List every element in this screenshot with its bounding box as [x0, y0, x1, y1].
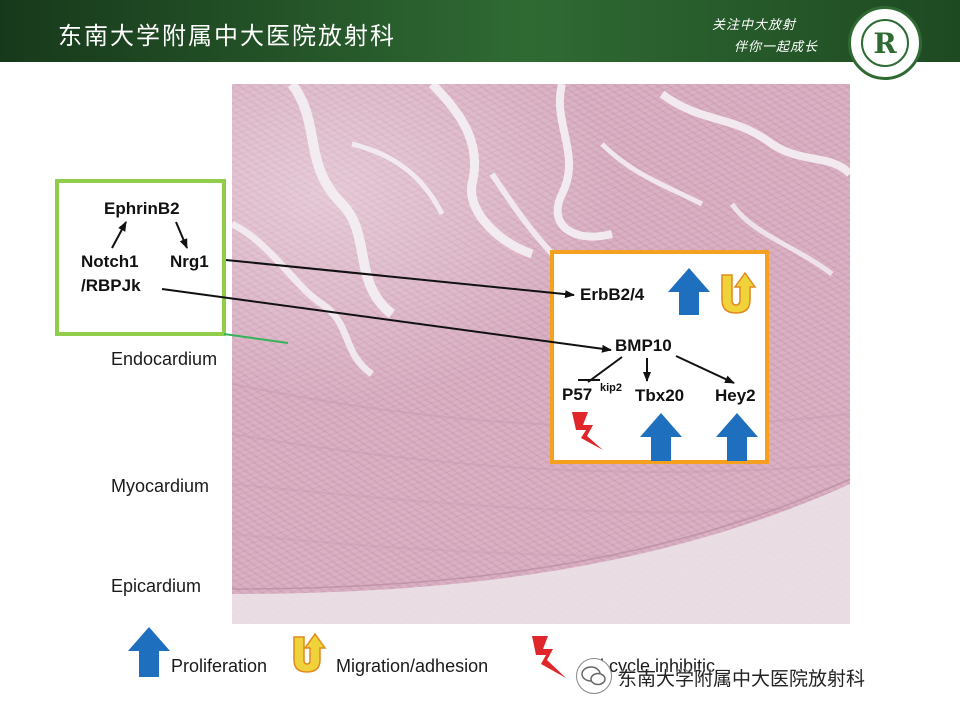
erbb-migration-arrow [721, 271, 757, 314]
ephrinb2-label: EphrinB2 [104, 199, 180, 218]
hey2-label: Hey2 [715, 386, 756, 405]
epicardium-label: Epicardium [111, 576, 202, 596]
wechat-icon [576, 658, 612, 694]
epicardium-band [232, 484, 850, 624]
tissue-cleft [729, 202, 834, 277]
slogan-line-2: 伴你一起成长 [734, 40, 819, 55]
tissue-texture [232, 84, 850, 624]
erbb24-label: ErbB2/4 [580, 285, 645, 304]
ephrin-to-nrg-arrow [175, 221, 188, 249]
p57-cell-cycle-bolt [572, 412, 603, 450]
slide-header: 东南大学附属中大医院放射科 关注中大放射 伴你一起成长 [0, 0, 960, 62]
nrg-to-erbb-arrow [225, 259, 575, 299]
legend-cell-cycle-label: ell cycle inhibitic [586, 656, 716, 676]
logo-inner-ring: R [861, 19, 909, 67]
watermark-text: 东南大学附属中大医院放射科 [618, 668, 866, 690]
tissue-fibre [232, 433, 850, 474]
legend-proliferation-label: Proliferation [171, 656, 268, 676]
tissue-cleft [600, 142, 704, 207]
endocardium-label: Endocardium [111, 349, 218, 369]
bmp-to-p57-inhibit [587, 356, 623, 383]
hey-proliferation-arrow [716, 413, 758, 461]
endocardial-signal-box [55, 179, 226, 336]
notch1-label: Notch1 [81, 252, 139, 271]
bmp-to-hey-arrow [675, 355, 735, 384]
hospital-logo: R [848, 6, 922, 80]
myocardium-label: Myocardium [111, 476, 210, 496]
tissue-cleft [659, 90, 850, 177]
tissue-cleft [351, 141, 445, 216]
tissue-cleft [232, 220, 375, 377]
endocardium-pointer-line [223, 333, 289, 344]
logo-letter: R [873, 27, 897, 60]
rbpjk-label: /RBPJk [81, 276, 141, 295]
tissue-cleft [428, 84, 534, 259]
nrg1-label: Nrg1 [170, 252, 209, 271]
epicardium-edge [232, 478, 850, 590]
notch-to-ephrin-arrow [111, 221, 127, 249]
tbx-proliferation-arrow [640, 413, 682, 461]
legend-migration-arrow [293, 632, 327, 673]
erbb-proliferation-arrow [668, 268, 710, 315]
p57-superscript: kip2 [600, 382, 623, 394]
wechat-icon-shape [581, 666, 606, 686]
tbx20-label: Tbx20 [635, 386, 685, 405]
legend-proliferation-arrow [128, 627, 170, 677]
tissue-cleft [287, 84, 396, 318]
header-title: 东南大学附属中大医院放射科 [58, 22, 396, 50]
bmp10-label: BMP10 [615, 336, 672, 355]
legend-migration-label: Migration/adhesion [336, 656, 489, 676]
tissue-cleft [553, 84, 613, 241]
tissue-fibre [232, 483, 850, 514]
notch-to-bmp-arrow [161, 288, 612, 353]
legend-cell-cycle-bolt [532, 636, 566, 678]
p57-label: P57 [562, 385, 593, 404]
slogan-line-1: 关注中大放射 [712, 18, 797, 33]
